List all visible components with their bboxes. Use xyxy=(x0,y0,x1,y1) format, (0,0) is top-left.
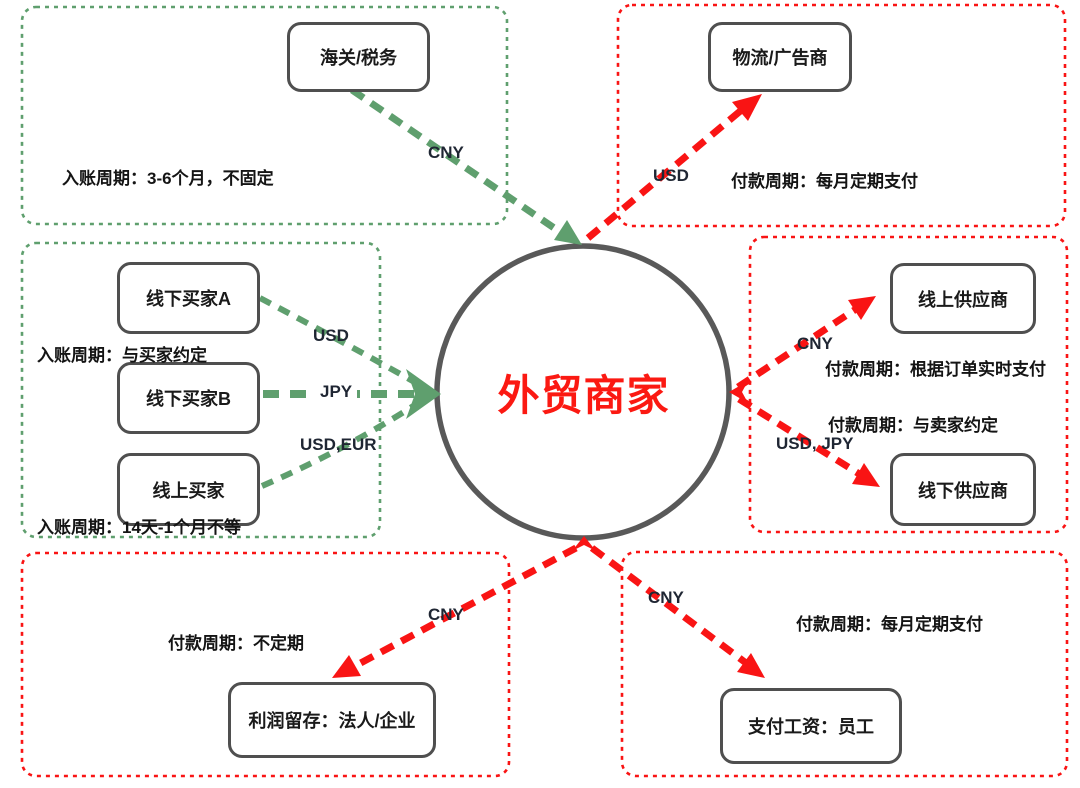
currency-label-buyer-a: USD xyxy=(313,326,349,345)
node-logistics: 物流/广告商 xyxy=(708,22,852,92)
note-online-supplier-cycle: 付款周期：根据订单实时支付 xyxy=(825,360,1046,379)
panel-buyers xyxy=(20,241,382,539)
currency-label-buyer-b: JPY xyxy=(315,381,358,403)
panel-customs xyxy=(20,5,509,226)
currency-label-online-supplier: CNY xyxy=(797,334,833,353)
currency-label-online-buyer: USD,EUR xyxy=(300,435,377,454)
merchant-label: 外贸商家 xyxy=(497,371,670,419)
note-salary-cycle: 付款周期：每月定期支付 xyxy=(796,615,983,634)
chevron-at-merchant-right xyxy=(729,381,748,403)
currency-label-profit: CNY xyxy=(428,605,464,624)
arrow-buyer-a-to-merchant xyxy=(258,295,420,387)
note-profit-cycle: 付款周期：不定期 xyxy=(168,634,304,653)
currency-label-customs: CNY xyxy=(428,143,464,162)
arrowhead-merchant-to-offline-supplier xyxy=(852,463,880,487)
node-online-buyer: 线上买家 xyxy=(117,453,260,526)
node-offline-buyer-a: 线下买家A xyxy=(117,262,260,334)
arrow-merchant-to-logistics xyxy=(585,105,747,241)
arrow-merchant-to-online-supplier xyxy=(736,306,858,390)
arrowhead-merchant-to-profit xyxy=(332,655,361,678)
arrow-merchant-to-offline-supplier xyxy=(737,396,863,478)
node-customs: 海关/税务 xyxy=(287,22,430,92)
node-profit-retention: 利润留存：法人/企业 xyxy=(228,682,436,758)
node-offline-buyer-b: 线下买家B xyxy=(117,362,260,434)
panel-logistics xyxy=(616,3,1067,228)
node-offline-supplier: 线下供应商 xyxy=(890,453,1036,526)
panel-suppliers xyxy=(748,235,1069,534)
arrowhead-buyers-to-merchant xyxy=(406,369,441,419)
note-logistics-cycle: 付款周期：每月定期支付 xyxy=(731,172,918,191)
arrowhead-customs-to-merchant xyxy=(554,220,582,245)
arrowhead-merchant-to-online-supplier xyxy=(848,296,876,320)
panel-profit xyxy=(20,551,511,778)
note-buyers-cycle-bottom: 入账周期：14天-1个月不等 xyxy=(37,518,242,537)
node-online-supplier: 线上供应商 xyxy=(890,263,1036,334)
chevron-at-merchant-bottom xyxy=(572,536,596,551)
note-buyers-cycle-top: 入账周期：与买家约定 xyxy=(37,346,207,365)
arrowhead-merchant-to-logistics xyxy=(732,94,762,121)
arrow-merchant-to-salary xyxy=(589,545,749,666)
currency-label-offline-supplier: USD, JPY xyxy=(776,434,854,453)
panel-salary xyxy=(620,550,1069,778)
currency-label-logistics: USD xyxy=(653,166,689,185)
arrow-customs-to-merchant xyxy=(350,87,562,235)
currency-label-salary: CNY xyxy=(648,588,684,607)
arrowhead-merchant-to-salary xyxy=(737,653,765,678)
arrow-merchant-to-profit xyxy=(353,544,578,670)
note-offline-supplier-cycle: 付款周期：与卖家约定 xyxy=(828,416,998,435)
node-salary-payment: 支付工资：员工 xyxy=(720,688,902,764)
arrow-online-buyer-to-merchant xyxy=(260,400,420,489)
note-customs-cycle: 入账周期：3-6个月，不固定 xyxy=(62,169,274,188)
